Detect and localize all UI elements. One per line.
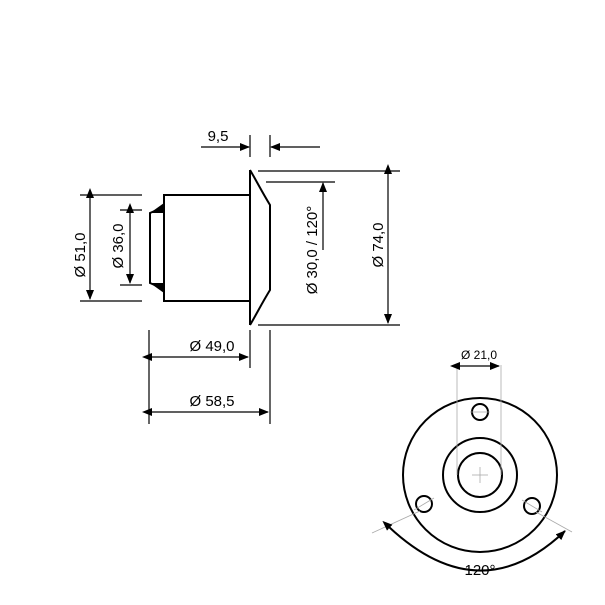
- dim-step-diameter: Ø 36,0: [110, 203, 142, 286]
- mount-hole: [415, 495, 433, 513]
- dim-step-diameter-label: Ø 36,0: [110, 223, 127, 268]
- dim-hole-angle-label: 120°: [464, 562, 495, 579]
- dim-flange-thickness-label: 9,5: [208, 128, 229, 145]
- dim-body-length-label: Ø 49,0: [189, 338, 234, 355]
- dim-lengths: Ø 49,0 Ø 58,5: [142, 330, 271, 424]
- dim-body-diameter-label: Ø 51,0: [72, 232, 89, 277]
- dim-bore-diameter-label: Ø 21,0: [461, 348, 497, 362]
- side-view-part: [149, 169, 271, 326]
- dim-flange-diameter: Ø 74,0: [258, 164, 400, 326]
- dim-total-length-label: Ø 58,5: [189, 393, 234, 410]
- dim-flange-diameter-label: Ø 74,0: [370, 222, 387, 267]
- mount-hole: [523, 497, 541, 515]
- dim-bolt-circle: Ø 30,0 / 120°: [266, 181, 335, 295]
- dim-bolt-circle-label: Ø 30,0 / 120°: [304, 206, 321, 295]
- dim-body-diameter: Ø 51,0: [72, 188, 142, 302]
- dim-flange-thickness: 9,5: [201, 128, 320, 157]
- front-view: Ø 21,0 120°: [371, 348, 573, 579]
